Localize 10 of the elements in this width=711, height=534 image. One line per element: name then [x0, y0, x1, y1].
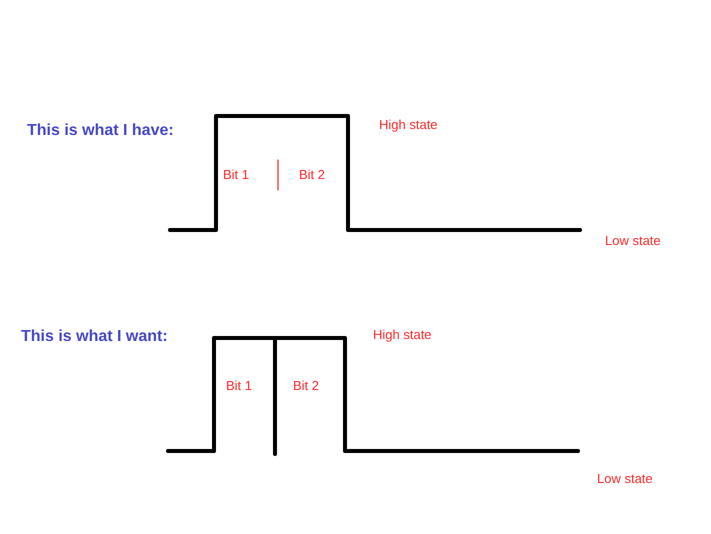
state-label: Low state: [605, 234, 661, 247]
heading: This is what I want:: [21, 329, 168, 345]
bit-label: Bit 2: [293, 379, 320, 392]
state-label: High state: [379, 118, 438, 131]
state-label: Low state: [597, 472, 653, 485]
bit-label: Bit 1: [223, 168, 250, 181]
bit-label: Bit 2: [299, 168, 326, 181]
bit-label: Bit 1: [226, 379, 252, 392]
heading: This is what I have:: [27, 123, 174, 139]
state-label: High state: [373, 328, 432, 341]
